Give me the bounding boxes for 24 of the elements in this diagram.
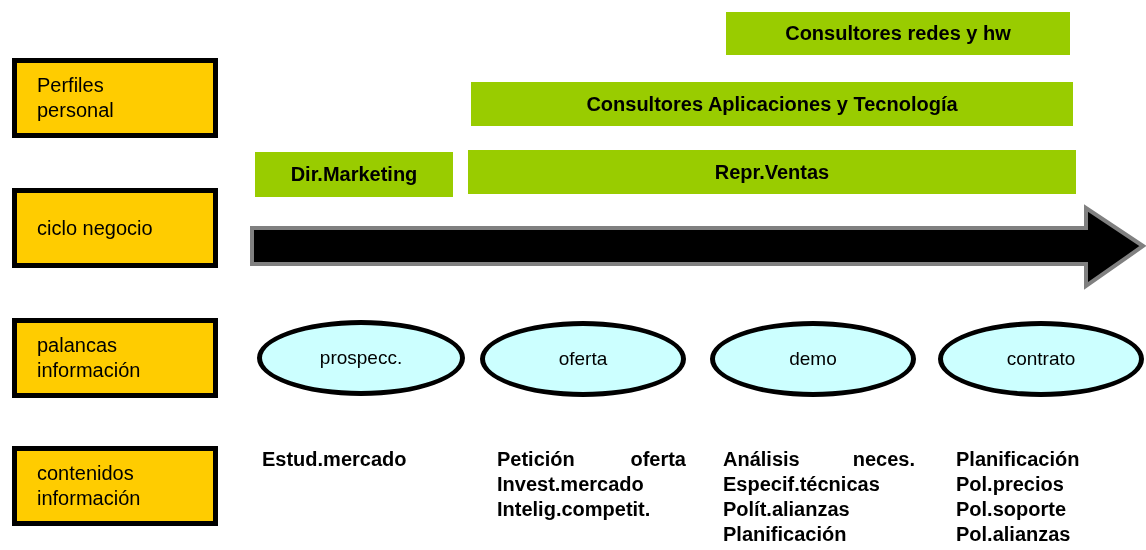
content-text: Pol.soporte [956,497,1066,521]
stage-ellipse: demo [710,321,916,397]
content-text: Pol.precios [956,472,1064,496]
content-text: Petición oferta [497,447,686,471]
content-text: Planificación [723,522,847,546]
content-text: Polít.alianzas [723,497,850,521]
category-box: contenidos información [12,446,218,526]
stage-ellipse: prospecc. [257,320,465,396]
content-text: Invest.mercado [497,472,644,496]
content-text: Análisis neces. [723,447,915,471]
role-bar: Consultores Aplicaciones y Tecnología [471,82,1073,126]
category-box: ciclo negocio [12,188,218,268]
category-box: palancas información [12,318,218,398]
content-text: Especif.técnicas [723,472,880,496]
content-text: Intelig.competit. [497,497,651,521]
content-text: Pol.alianzas [956,522,1071,546]
stage-ellipse: oferta [480,321,686,397]
content-text: Planificación [956,447,1080,471]
role-bar: Consultores redes y hw [726,12,1070,55]
content-text: Estud.mercado [262,447,407,471]
stage-ellipse: contrato [938,321,1144,397]
role-bar: Dir.Marketing [255,152,453,197]
category-box: Perfiles personal [12,58,218,138]
role-bar: Repr.Ventas [468,150,1076,194]
